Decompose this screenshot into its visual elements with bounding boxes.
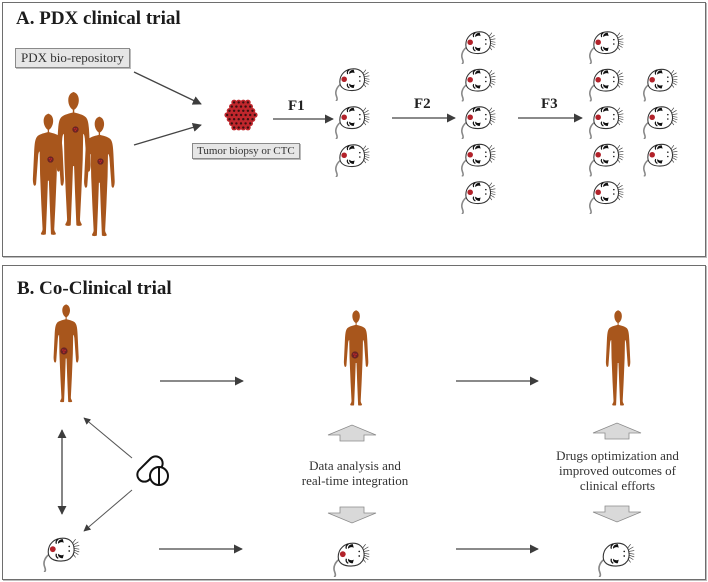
- tumor-cell-nucleus: [230, 122, 233, 125]
- mouse-f2-icon: [462, 32, 496, 64]
- tumor-cell-nucleus: [246, 118, 250, 121]
- tumor-cell-nucleus: [235, 113, 238, 117]
- tumor-cell-nucleus: [249, 113, 252, 117]
- mouse-f1-icon: [336, 145, 370, 177]
- patient-icon: [605, 310, 631, 406]
- pill-icon: [136, 455, 169, 486]
- pdx-bio-repository-label: PDX bio-repository: [15, 48, 130, 68]
- drugs-optimization-caption: Drugs optimization and improved outcomes…: [545, 448, 690, 493]
- tumor-cell-nucleus: [242, 109, 245, 113]
- arrow-drug-to-mouse: [83, 489, 133, 532]
- mouse-f1-icon: [336, 69, 370, 101]
- panel-b-title: B. Co-Clinical trial: [17, 278, 172, 299]
- mouse-f3-icon: [644, 69, 678, 101]
- data-analysis-caption: Data analysis and real-time integration: [285, 458, 425, 488]
- tumor-cell-nucleus: [239, 122, 243, 125]
- caption-line: Drugs optimization and: [556, 448, 679, 463]
- tumor-cell-nucleus: [251, 118, 254, 121]
- block-arrow-down: [327, 506, 377, 524]
- tumor-cell-nucleus: [253, 113, 256, 117]
- generation-f2-label: F2: [414, 96, 431, 112]
- mouse-f3-icon: [644, 144, 678, 176]
- tumor-cell-nucleus: [242, 126, 245, 129]
- tumor-spot-icon: [47, 156, 54, 163]
- mouse-icon: [598, 542, 636, 577]
- mouse-f2-icon: [462, 182, 496, 214]
- block-arrow-up: [327, 424, 377, 442]
- tumor-cell-nucleus: [249, 105, 252, 108]
- generation-f1-label: F1: [288, 98, 305, 114]
- tumor-cell-nucleus: [235, 122, 238, 125]
- tumor-cell-nucleus: [249, 122, 252, 125]
- mice-groups: [336, 32, 678, 214]
- tumor-cell-nucleus: [237, 109, 240, 113]
- arrow-repository-to-tumor: [133, 71, 202, 105]
- mouse-f3-icon: [590, 69, 624, 101]
- tumor-cell-nucleus: [239, 113, 243, 117]
- generation-f3-label: F3: [541, 96, 558, 112]
- tumor-cell-nucleus: [235, 105, 238, 108]
- caption-line: improved outcomes of: [559, 463, 676, 478]
- panel-pdx-clinical-trial: A. PDX clinical trial: [2, 2, 706, 257]
- tumor-cell-nucleus: [232, 118, 236, 121]
- block-arrow-down: [592, 505, 642, 523]
- tumor-cell-nucleus: [230, 105, 233, 108]
- tumor-cell-nucleus: [244, 122, 247, 125]
- tumor-cell-nucleus: [246, 109, 250, 113]
- mouse-f2-icon: [462, 144, 496, 176]
- tumor-cell-nucleus: [232, 101, 236, 104]
- caption-line: Data analysis and: [309, 458, 401, 473]
- mouse-f3-icon: [590, 32, 624, 64]
- tumor-spot-icon: [60, 347, 68, 355]
- tumor-spot-icon: [72, 126, 79, 133]
- tumor-spot-icon: [97, 158, 104, 165]
- arrow-drug-to-patient: [83, 417, 133, 459]
- tumor-spot-icon: [351, 351, 359, 359]
- mouse-f3-icon: [590, 182, 624, 214]
- mouse-f3-icon: [590, 107, 624, 139]
- caption-line: clinical efforts: [579, 478, 656, 493]
- tumor-cell-nucleus: [226, 113, 229, 117]
- tumor-cell-nucleus: [246, 101, 250, 104]
- patients-group: [32, 92, 115, 237]
- tumor-cell-nucleus: [228, 118, 231, 121]
- tumor-cell-nucleus: [237, 126, 240, 129]
- mouse-f1-icon: [336, 107, 370, 139]
- tumor-cell-nucleus: [242, 101, 245, 104]
- tumor-cell-nucleus: [228, 109, 231, 113]
- tumor-cell-nucleus: [237, 101, 240, 104]
- mouse-tumor-icon: [44, 538, 79, 572]
- mouse-tumor-icon: [334, 543, 369, 577]
- tumor-cell-nucleus: [232, 126, 236, 129]
- tumor-cell-nucleus: [230, 113, 233, 117]
- tumor-cell-nucleus: [246, 126, 250, 129]
- mouse-f2-icon: [462, 69, 496, 101]
- mouse-f3-icon: [644, 107, 678, 139]
- tumor-cell-nucleus: [239, 105, 243, 108]
- panel-a-title: A. PDX clinical trial: [16, 8, 181, 29]
- mouse-f3-icon: [590, 144, 624, 176]
- caption-line: real-time integration: [301, 473, 409, 488]
- tumor-cell-nucleus: [242, 118, 245, 121]
- tumor-cell-nucleus: [232, 109, 236, 113]
- tumor-cell-nucleus: [244, 113, 247, 117]
- tumor-cluster-icon: [224, 99, 258, 131]
- tumor-cell-nucleus: [251, 109, 254, 113]
- tumor-biopsy-label: Tumor biopsy or CTC: [192, 143, 300, 159]
- mouse-f2-icon: [462, 107, 496, 139]
- tumor-cell-nucleus: [244, 105, 247, 108]
- arrow-patients-to-tumor: [133, 122, 202, 146]
- tumor-cell-nucleus: [237, 118, 240, 121]
- block-arrow-up: [592, 422, 642, 440]
